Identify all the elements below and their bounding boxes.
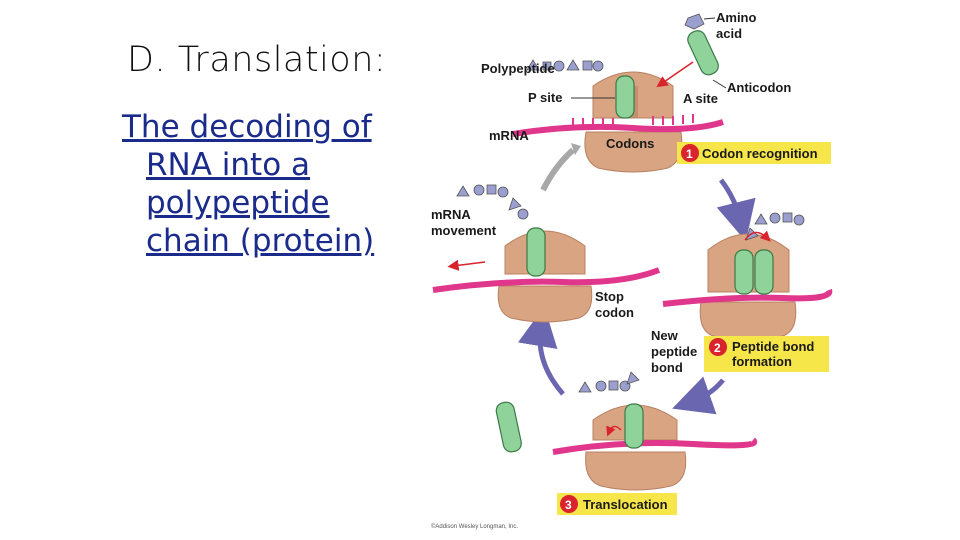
step-2-badge: 2 Peptide bond formation (704, 336, 829, 372)
body-line-2: RNA into a (146, 147, 311, 183)
stage-1-polypeptide (526, 59, 604, 72)
cycle-arrow-right-top (716, 178, 756, 242)
label-mrna-movement-1: mRNA (431, 207, 471, 222)
stage-4-released-trna (495, 401, 522, 453)
label-new-2: peptide (651, 344, 697, 359)
label-amino-acid-1: Amino (716, 10, 757, 25)
stage-1-mrna (512, 119, 724, 137)
stage-3-movement-arrow (447, 259, 486, 271)
label-anticodon: Anticodon (727, 80, 791, 95)
step-3-label: Translocation (583, 497, 668, 512)
stage-3-mrna (432, 267, 661, 293)
amino-acid-leader (703, 17, 716, 20)
label-polypeptide: Polypeptide (481, 61, 555, 76)
stage-4-mrna (552, 437, 758, 455)
label-new-1: New (651, 328, 679, 343)
stage-1-incoming-arrow (656, 61, 694, 88)
label-codons: Codons (606, 136, 654, 151)
slide-title: D. Translation: (127, 40, 387, 80)
cycle-arrow-gray (540, 147, 576, 192)
slide-body-text: The decoding of RNA into a polypeptide c… (122, 108, 422, 260)
cycle-arrow-gray-head (571, 143, 581, 155)
label-stop-codon-2: codon (595, 305, 634, 320)
stage-1-trna-incoming (687, 30, 719, 76)
label-a-site: A site (683, 91, 718, 106)
stage-3-polypeptide (456, 184, 529, 220)
step-1-label: Codon recognition (702, 146, 818, 161)
label-stop-codon-1: Stop (595, 289, 624, 304)
cycle-arrow-left (517, 306, 565, 396)
svg-text:2: 2 (714, 341, 721, 355)
stage-1-amino-acid (684, 13, 705, 30)
cycle-arrow-right-bottom (672, 376, 725, 415)
body-line-4: chain (protein) (146, 223, 375, 259)
svg-text:1: 1 (686, 147, 693, 161)
stage-1-mrna-ticks (572, 114, 694, 127)
label-p-site: P site (528, 90, 562, 105)
stage-4-trna (624, 403, 644, 449)
label-mrna-movement-2: movement (431, 223, 497, 238)
stage-2-mrna (662, 288, 833, 307)
stage-4-polypeptide (578, 371, 640, 393)
stage-2-trna-a (754, 249, 774, 295)
body-line-1: The decoding of (122, 109, 372, 145)
stage-2-polypeptide (745, 212, 805, 241)
stage-1-trna-p (615, 75, 635, 119)
stage-4-shift-arrow (606, 425, 622, 437)
svg-text:3: 3 (565, 498, 572, 512)
step-2-label-1: Peptide bond (732, 339, 814, 354)
label-amino-acid-2: acid (716, 26, 742, 41)
stage-2-trna-p (734, 249, 754, 295)
label-new-3: bond (651, 360, 683, 375)
stage-2-bond-arrow (744, 230, 771, 242)
anticodon-leader (712, 79, 727, 89)
body-line-3: polypeptide (146, 185, 330, 221)
copyright-credit: ©Addison Wesley Longman, Inc. (431, 523, 518, 530)
step-1-badge: 1 Codon recognition (677, 142, 831, 164)
step-3-badge: 3 Translocation (557, 493, 677, 515)
label-mrna: mRNA (489, 128, 529, 143)
step-2-label-2: formation (732, 354, 792, 369)
translation-diagram: Amino acid Polypeptide P site A site Ant… (423, 0, 840, 540)
stage-3-trna (526, 227, 546, 277)
